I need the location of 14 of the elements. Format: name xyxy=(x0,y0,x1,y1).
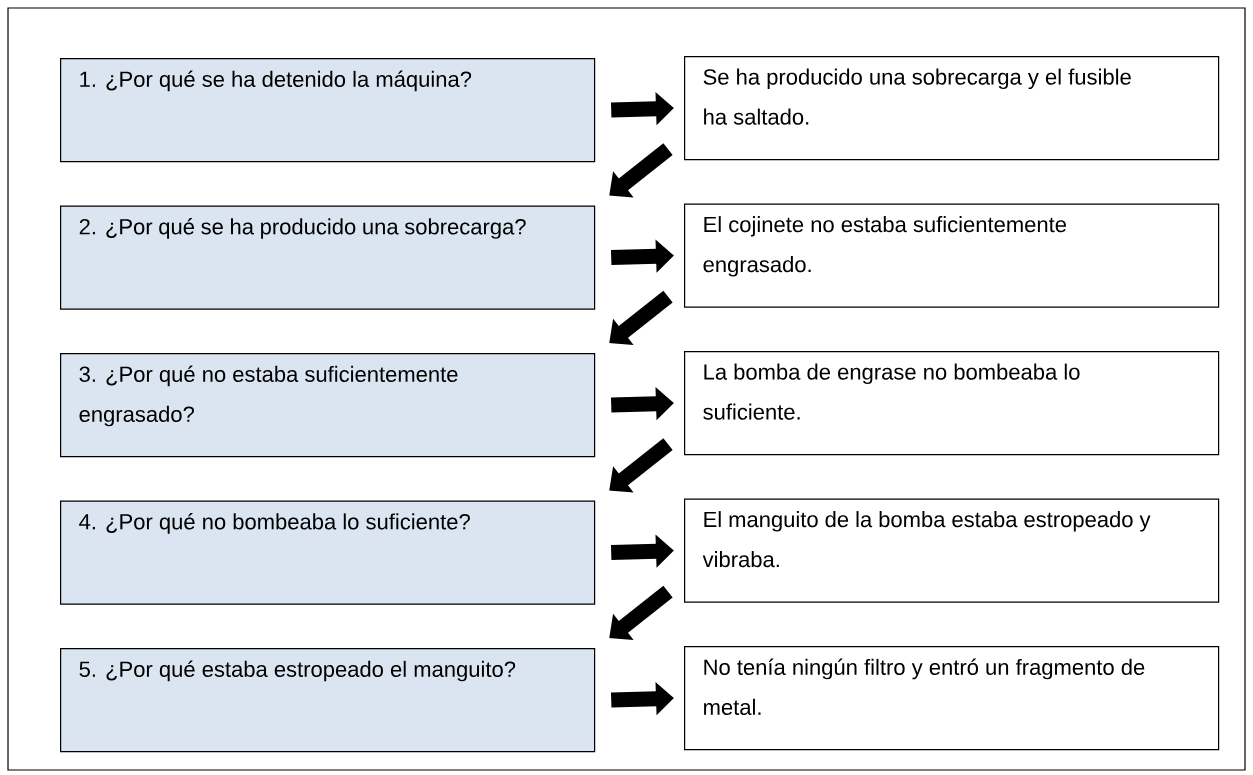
block-arrow xyxy=(609,143,673,198)
answer-box: No tenía ningún filtro y entró un fragmento de metal. xyxy=(684,646,1220,751)
question-box: 2. ¿Por qué se ha producido una sobrecarga? xyxy=(60,205,596,310)
block-arrow xyxy=(609,290,673,345)
block-arrow xyxy=(609,438,673,493)
answer-box: El cojinete no estaba suficientemente engrasado. xyxy=(684,203,1220,308)
question-box: 4. ¿Por qué no bombeaba lo suficiente? xyxy=(60,500,596,605)
question-box: 3. ¿Por qué no estaba suficientemente engrasado? xyxy=(60,353,596,458)
answer-box: El manguito de la bomba estaba estropeado y vibraba. xyxy=(684,498,1220,603)
answer-box: Se ha producido una sobrecarga y el fusible ha saltado. xyxy=(684,56,1220,161)
block-arrow xyxy=(609,585,673,640)
question-box: 1. ¿Por qué se ha detenido la máquina? xyxy=(60,58,596,163)
question-box: 5. ¿Por qué estaba estropeado el manguito? xyxy=(60,648,596,753)
answer-box: La bomba de engrase no bombeaba lo suficiente. xyxy=(684,351,1220,456)
